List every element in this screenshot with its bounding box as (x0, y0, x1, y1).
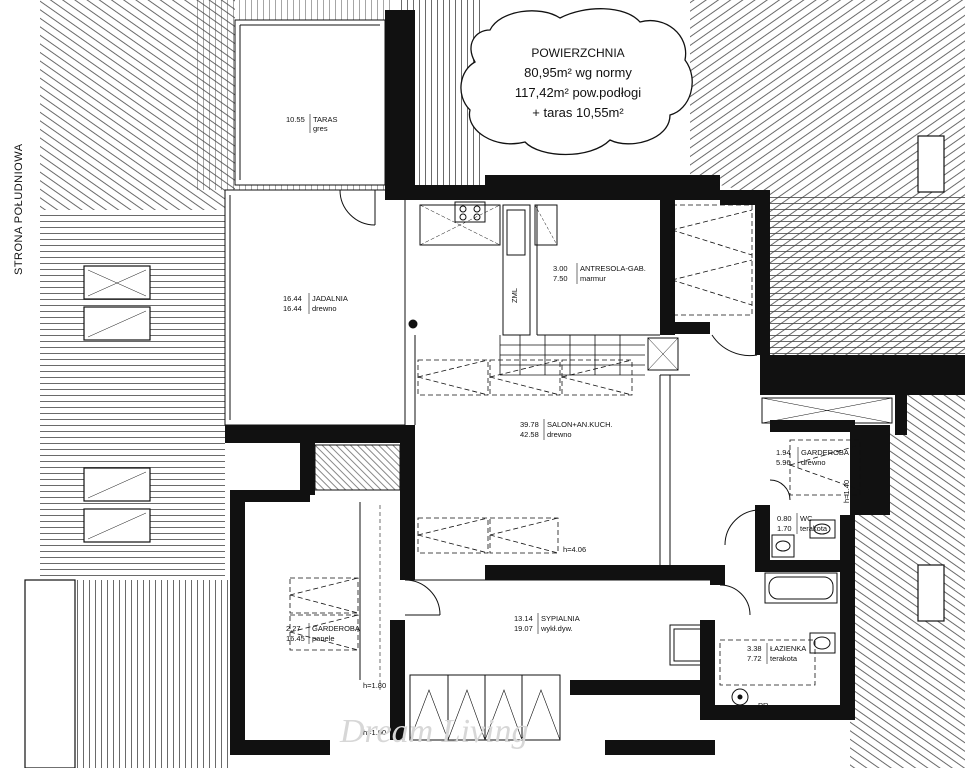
svg-text:panele: panele (312, 634, 335, 643)
room-label-sypialnia: 13.14 SYPIALNIA 19.07 wykł.dyw. (514, 613, 580, 634)
svg-text:16.44: 16.44 (283, 304, 302, 313)
room-label-lazienka: 3.38 ŁAZIENKA 7.72 terakota (747, 643, 806, 664)
svg-text:13.14: 13.14 (514, 614, 533, 623)
svg-text:SALON+AN.KUCH.: SALON+AN.KUCH. (547, 420, 613, 429)
room-label-salon: 39.78 SALON+AN.KUCH. 42.58 drewno (520, 419, 613, 440)
thin-lines (224, 19, 893, 741)
room-label-jadalnia: 16.44 JADALNIA 16.44 drewno (283, 293, 348, 314)
svg-text:16.44: 16.44 (283, 294, 302, 303)
room-label-taras: 10.55 TARAS gres (286, 114, 337, 133)
svg-text:GARDEROBA: GARDEROBA (801, 448, 849, 457)
svg-text:1.94: 1.94 (776, 448, 791, 457)
svg-text:19.07: 19.07 (514, 624, 533, 633)
svg-text:TARAS: TARAS (313, 115, 337, 124)
svg-text:2.27: 2.27 (286, 624, 301, 633)
svg-text:3.38: 3.38 (747, 644, 762, 653)
height-note-salon: h=4.06 (563, 545, 586, 554)
svg-text:drewno: drewno (547, 430, 572, 439)
summary-title: POWIERZCHNIA (531, 46, 624, 60)
svg-text:ANTRESOLA-GAB.: ANTRESOLA-GAB. (580, 264, 646, 273)
svg-text:drewno: drewno (801, 458, 826, 467)
svg-text:39.78: 39.78 (520, 420, 539, 429)
room-label-garderoba-left: 2.27 GARDEROBA 16.45 panele (286, 623, 360, 644)
svg-text:drewno: drewno (312, 304, 337, 313)
svg-text:1.70: 1.70 (777, 524, 792, 533)
height-note-left-2: h=1.00 (363, 728, 386, 737)
svg-text:gres: gres (313, 124, 328, 133)
svg-text:3.00: 3.00 (553, 264, 568, 273)
svg-text:16.45: 16.45 (286, 634, 305, 643)
svg-text:5.96: 5.96 (776, 458, 791, 467)
svg-text:marmur: marmur (580, 274, 606, 283)
summary-line3: + taras 10,55m² (532, 105, 624, 120)
svg-text:wykł.dyw.: wykł.dyw. (540, 624, 573, 633)
walls (225, 10, 965, 755)
svg-text:terakota: terakota (800, 524, 828, 533)
svg-text:GARDEROBA: GARDEROBA (312, 624, 360, 633)
summary-line2: 117,42m² pow.podłogi (515, 85, 641, 100)
svg-text:ŁAZIENKA: ŁAZIENKA (770, 644, 806, 653)
left-lower-structure (24, 579, 76, 768)
room-label-wc: 0.80 WC 1.70 terakota (777, 513, 828, 534)
pr-label: PR. (758, 701, 771, 710)
area-summary-cloud: POWIERZCHNIA 80,95m² wg normy 117,42m² p… (460, 8, 693, 156)
summary-line1: 80,95m² wg normy (524, 65, 632, 80)
svg-text:42.58: 42.58 (520, 430, 539, 439)
svg-text:JADALNIA: JADALNIA (312, 294, 348, 303)
height-note-right: h=1.40 (842, 480, 851, 503)
fridge-label: ZML (510, 288, 519, 303)
height-note-left-1: h=1.80 (363, 681, 386, 690)
skylight-windows (83, 135, 945, 622)
watermark: Dream Living (339, 713, 529, 750)
svg-text:0.80: 0.80 (777, 514, 792, 523)
svg-text:10.55: 10.55 (286, 115, 305, 124)
svg-text:7.50: 7.50 (553, 274, 568, 283)
svg-text:terakota: terakota (770, 654, 798, 663)
svg-text:WC: WC (800, 514, 813, 523)
side-label-south: STRONA POŁUDNIOWA (13, 143, 25, 275)
svg-text:7.72: 7.72 (747, 654, 762, 663)
room-label-antresola: 3.00 ANTRESOLA-GAB. 7.50 marmur (553, 263, 646, 284)
room-label-garderoba-right: 1.94 GARDEROBA 5.96 drewno (776, 447, 849, 468)
svg-text:SYPIALNIA: SYPIALNIA (541, 614, 580, 623)
